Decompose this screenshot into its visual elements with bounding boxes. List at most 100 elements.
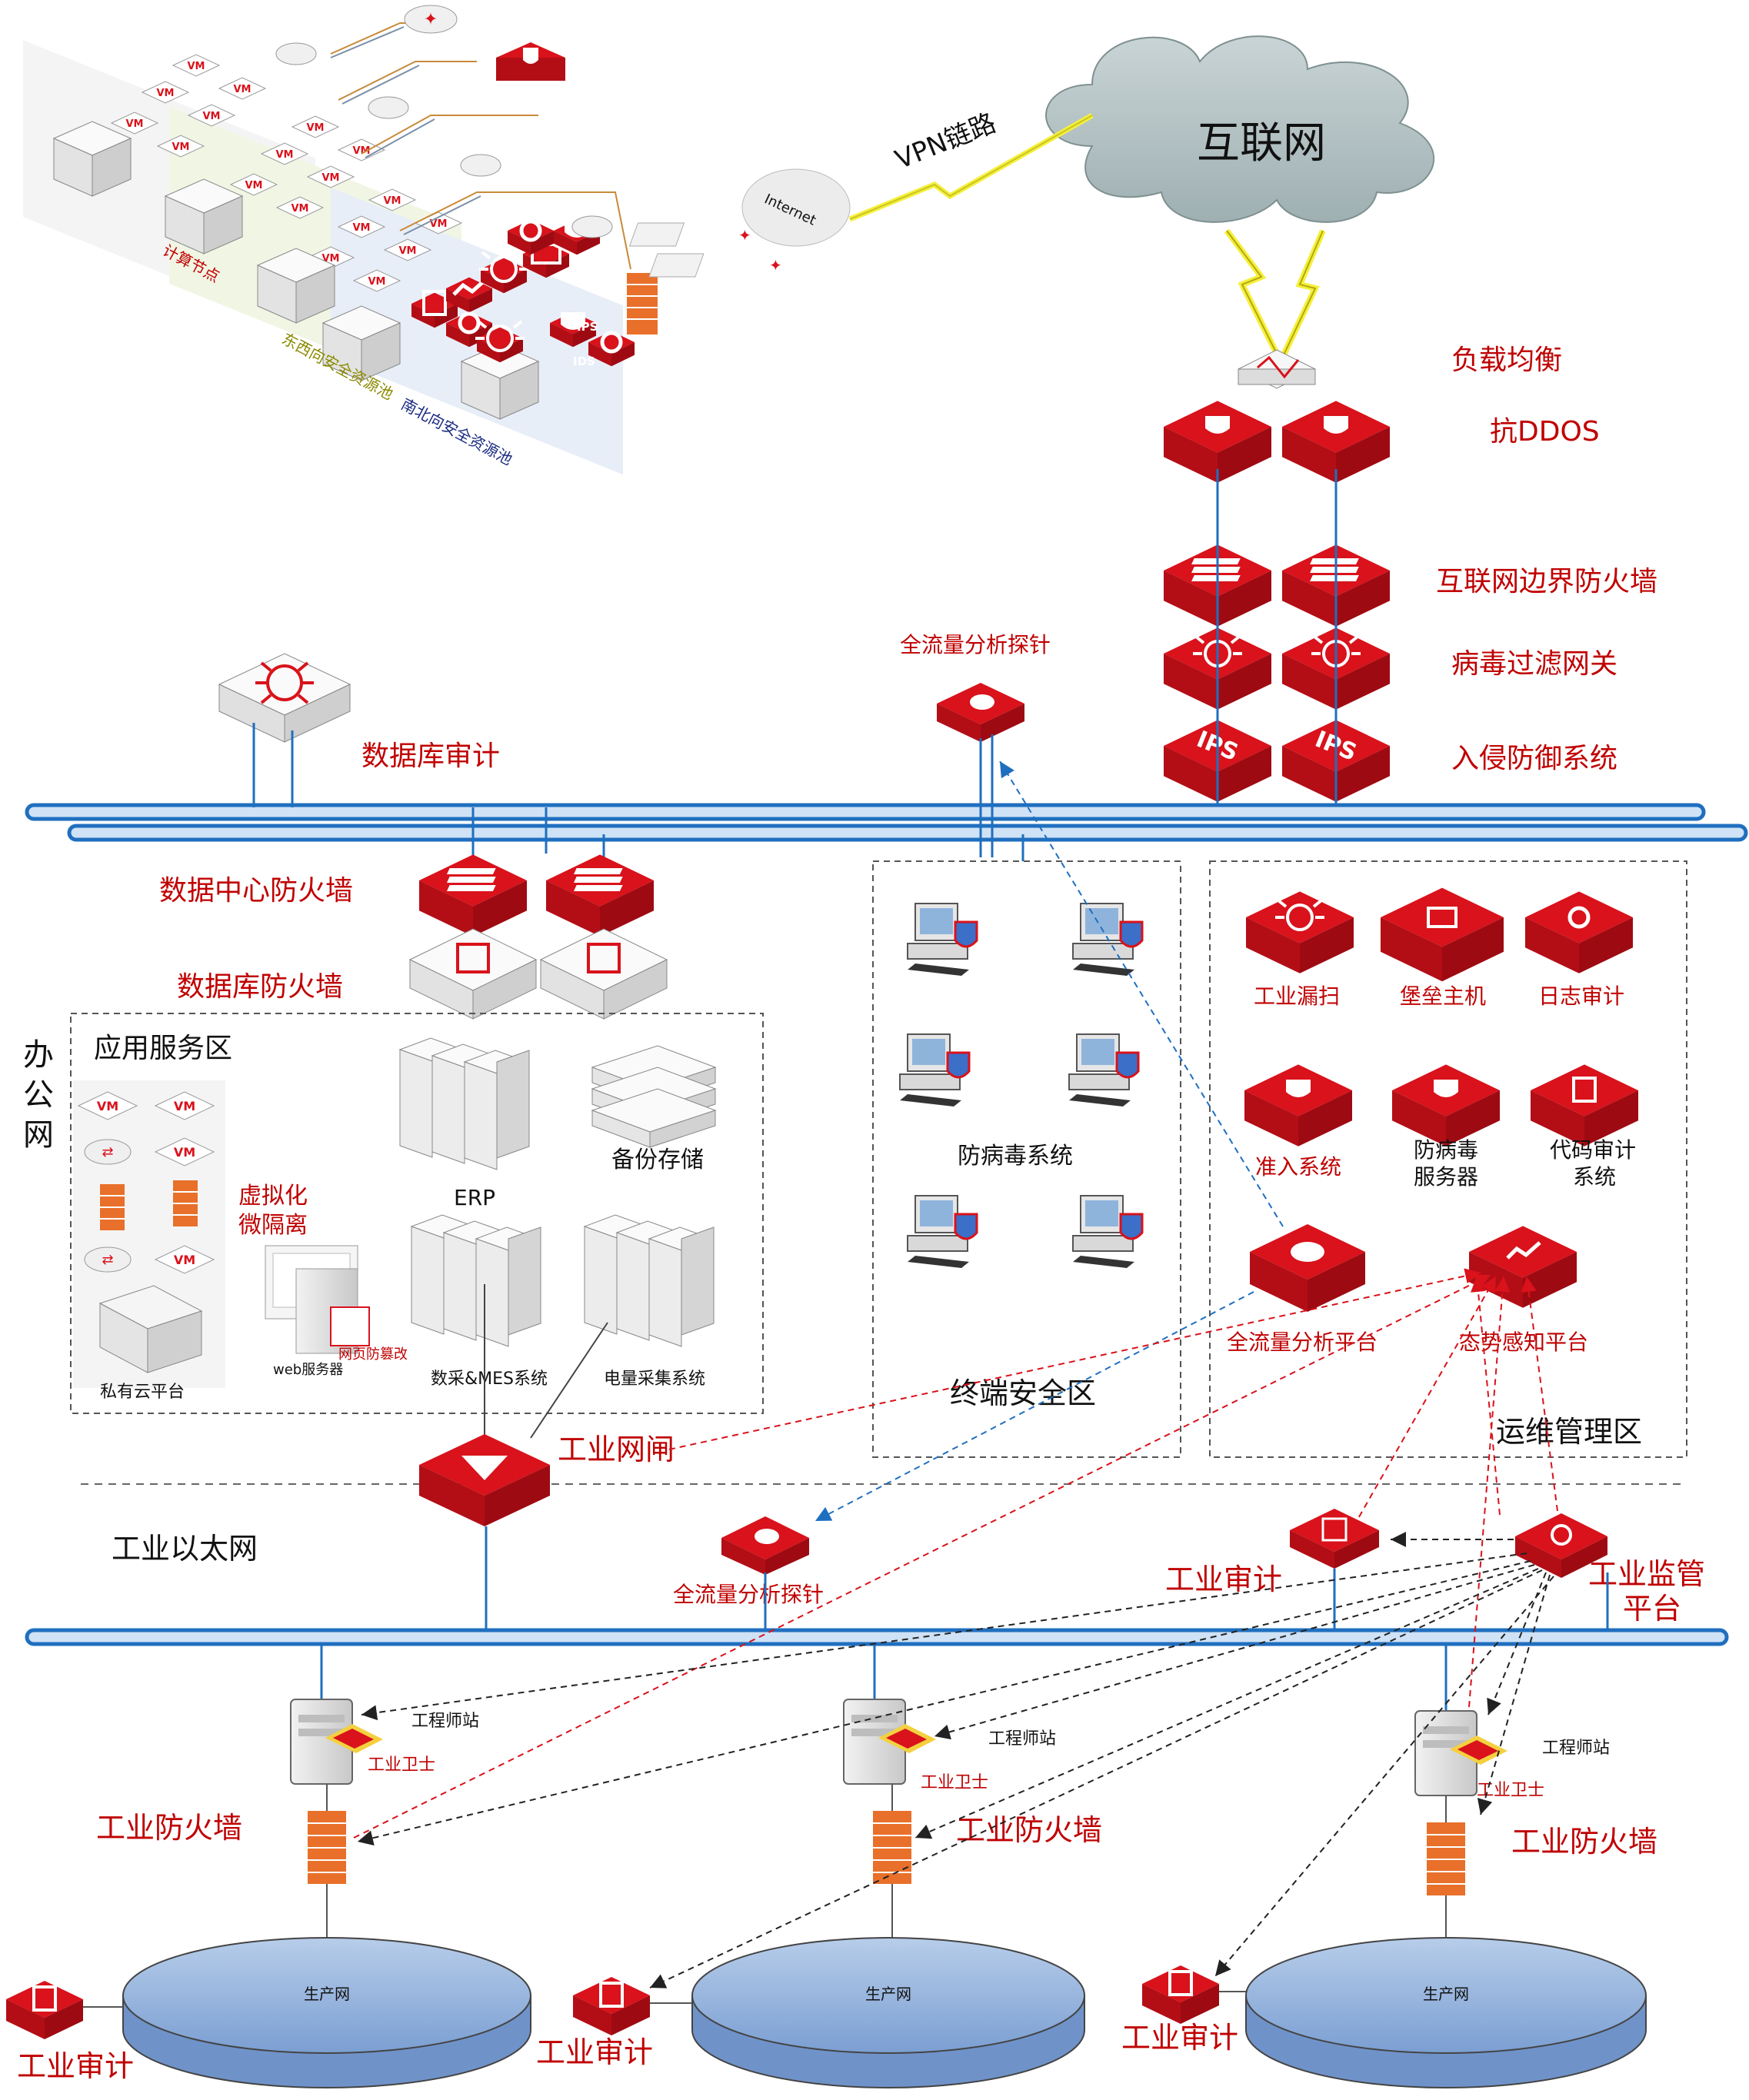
dc-sec-device-8	[475, 320, 525, 363]
web-tamper-label: 网页防篡改	[338, 1346, 408, 1363]
prod-net-disk-2	[691, 1937, 1085, 2088]
industrial-lower-links	[320, 1644, 1448, 1711]
mes-server	[410, 1214, 541, 1347]
svg-text:VM: VM	[172, 141, 190, 153]
internet-title: 互联网	[1197, 118, 1326, 168]
dc-sec-device-3	[479, 251, 528, 294]
terminal-pc-2	[1072, 903, 1144, 976]
backup-storage	[591, 1045, 717, 1148]
code-audit-label-2: 系统	[1573, 1164, 1616, 1190]
dc-vm-tile-6: VM	[156, 135, 205, 158]
dc-vm-tile-15: VM	[337, 215, 386, 238]
ind-fw-device-1	[308, 1811, 346, 1884]
flow-probe-top-label: 全流量分析探针	[900, 632, 1051, 657]
dc-server-2	[164, 178, 244, 255]
svg-text:VM: VM	[174, 1253, 195, 1267]
power-label: 电量采集系统	[604, 1369, 705, 1389]
virtual-isolation-label-1: 虚拟化	[238, 1183, 308, 1210]
border-fw-label: 互联网边界防火墙	[1436, 566, 1657, 597]
flow-platform-label: 全流量分析平台	[1227, 1330, 1378, 1355]
router-icon: ✦	[404, 5, 458, 34]
dc-server-3	[256, 248, 336, 324]
svg-text:✦: ✦	[424, 10, 438, 29]
office-zone-label-3: 网	[23, 1117, 54, 1153]
prod-net-3-label: 生产网	[1423, 1985, 1469, 2003]
vm-tile-6: VM	[154, 1245, 215, 1274]
ind-audit-top-device	[1290, 1509, 1379, 1569]
vm-tile-3: ⇄	[84, 1139, 132, 1165]
vpn-link-label: VPN链路	[891, 108, 1000, 175]
terminal-pcs	[899, 903, 1144, 1268]
dc-fw-device-2	[546, 854, 654, 937]
web-server-icon	[265, 1245, 370, 1354]
app-servers	[398, 1037, 717, 1347]
dc-vm-tile-18: VM	[352, 269, 401, 292]
log-audit-device	[1525, 891, 1633, 973]
svg-text:⇄: ⇄	[102, 1252, 113, 1268]
dc-vm-tile-1: VM	[172, 54, 221, 77]
guard-3-label: 工业卫士	[1477, 1781, 1544, 1800]
svg-text:VM: VM	[384, 195, 401, 207]
industrial-bus	[25, 1628, 1729, 1646]
terminal-pc-1	[907, 903, 978, 976]
shield-device-icon	[496, 42, 565, 81]
prod-net-1-label: 生产网	[304, 1985, 350, 2003]
svg-text:VM: VM	[368, 276, 386, 288]
svg-text:VM: VM	[126, 118, 144, 130]
guard-device-2	[878, 1724, 936, 1753]
svg-text:⇄: ⇄	[102, 1144, 113, 1160]
db-audit-device	[218, 653, 351, 743]
svg-text:✦: ✦	[738, 226, 751, 245]
mes-label: 数采&MES系统	[431, 1369, 548, 1389]
load-balancer	[1237, 349, 1317, 389]
anti-ddos-device-1	[1164, 401, 1271, 483]
erp-server	[398, 1037, 530, 1170]
dc-fw-device-1	[419, 854, 527, 937]
situation-label: 态势感知平台	[1459, 1330, 1588, 1355]
internet-small-cloud: Internet	[741, 168, 851, 247]
load-balance-label: 负载均衡	[1451, 344, 1562, 376]
svg-text:VM: VM	[276, 149, 294, 161]
vfw-icon-1	[100, 1184, 125, 1230]
ips-label: 入侵防御系统	[1451, 743, 1617, 774]
industrial-upper-links	[485, 1526, 1609, 1632]
edge-links	[1216, 469, 1338, 807]
dc-vm-tile-2: VM	[218, 77, 267, 100]
db-audit-label: 数据库审计	[361, 740, 500, 772]
ind-flow-probe-label: 全流量分析探针	[673, 1582, 824, 1607]
av-server-label-1: 防病毒	[1414, 1137, 1478, 1163]
web-server-label: web服务器	[273, 1362, 343, 1378]
dc-server-1	[52, 121, 132, 197]
ops-zone-label: 运维管理区	[1496, 1415, 1642, 1449]
guard-device-1	[325, 1724, 383, 1753]
dc-server-4	[321, 305, 401, 381]
dc-sec-device-5	[508, 219, 554, 255]
svg-text:VM: VM	[174, 1145, 195, 1160]
log-audit-label: 日志审计	[1538, 983, 1624, 1009]
firewall-tower-icon	[627, 273, 658, 334]
ind-fw-1-label: 工业防火墙	[96, 1811, 242, 1845]
guard-2-label: 工业卫士	[921, 1773, 988, 1792]
virus-gw-label: 病毒过滤网关	[1451, 648, 1617, 680]
app-zone-box	[70, 1013, 764, 1414]
dc-vm-tile-5: VM	[110, 111, 159, 135]
svg-text:VM: VM	[188, 61, 205, 72]
edge-routers: ✦ ✦	[628, 222, 782, 278]
power-server	[583, 1214, 715, 1347]
eng-station-2-label: 工程师站	[988, 1729, 1056, 1749]
dc-vm-tile-8: VM	[337, 138, 386, 161]
guard-device-3	[1450, 1736, 1507, 1765]
ops-zone-box	[1209, 860, 1687, 1458]
svg-text:VM: VM	[353, 145, 371, 157]
vuln-scan-device	[1246, 891, 1354, 973]
bastion-device	[1381, 887, 1504, 982]
svg-text:VM: VM	[399, 245, 417, 257]
ind-audit-top-label: 工业审计	[1165, 1563, 1282, 1596]
situation-device	[1469, 1226, 1577, 1308]
bus-taps	[471, 807, 1024, 861]
vm-tile-4: VM	[154, 1137, 215, 1166]
db-fw-device-2	[539, 928, 668, 1020]
dc-sec-device-9	[550, 311, 596, 348]
